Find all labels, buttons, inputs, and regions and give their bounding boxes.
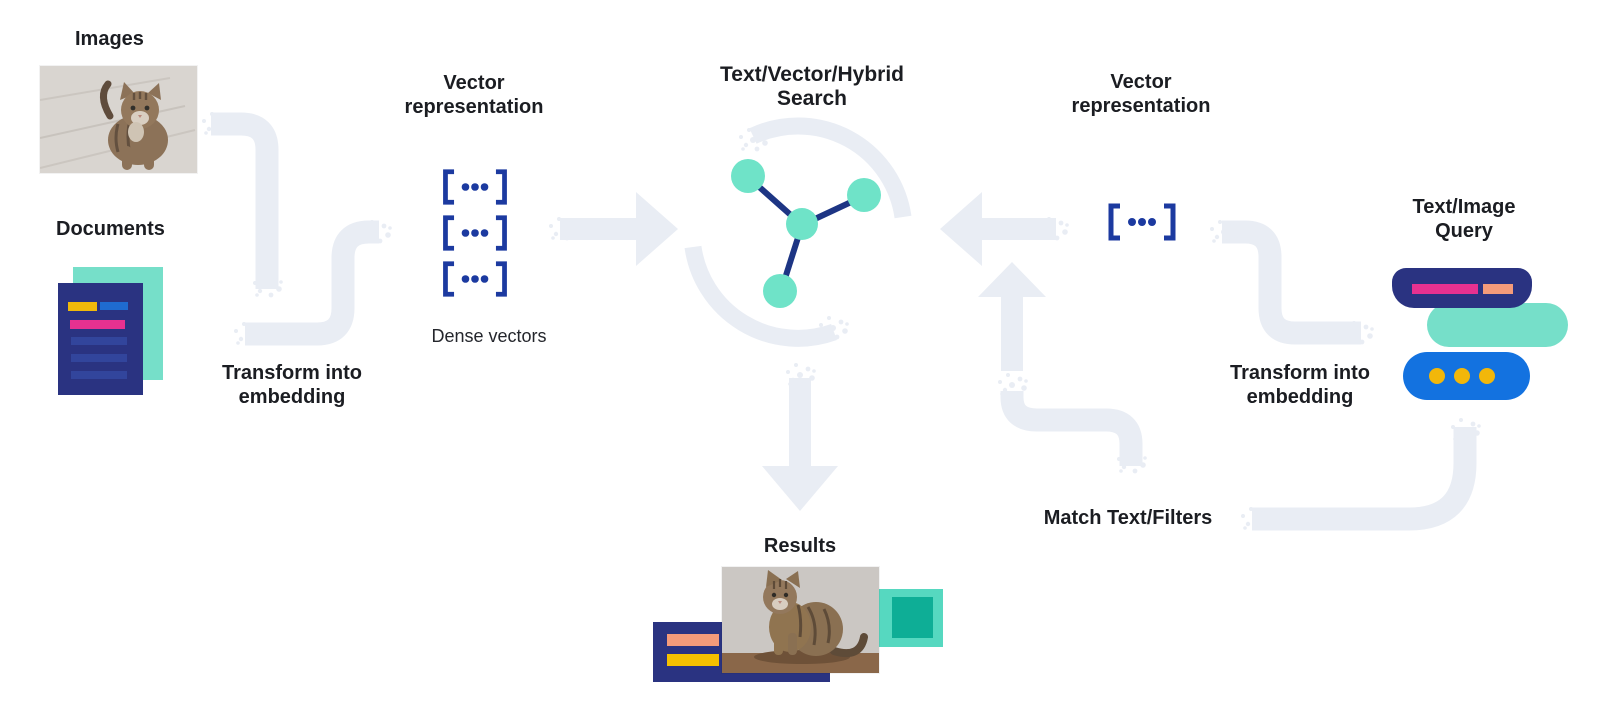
result-highlight-salmon: [667, 634, 719, 646]
arrow-query-vector-to-search-icon: [940, 192, 1056, 266]
query-pill-blue: [1403, 352, 1530, 400]
search-graph-icon: [731, 159, 881, 308]
pipe-images-to-embedding: [211, 112, 279, 289]
vector-bracket-icon: [1108, 203, 1176, 241]
transform-embedding-left-label: Transform into embedding: [221, 362, 363, 408]
document-text-line: [71, 371, 127, 379]
kitten-illustration: [763, 570, 868, 658]
pipe-embedding-to-vectors: [245, 220, 379, 346]
query-pill-teal: [1427, 303, 1568, 347]
vector-bracket-icon: [443, 215, 507, 251]
document-text-line: [71, 337, 127, 345]
search-arc-top-icon: [749, 117, 912, 219]
result-card-teal: [878, 589, 943, 647]
dense-vectors-icon-group: [437, 167, 513, 299]
search-arc-bottom-icon: [684, 245, 837, 347]
vector-bracket-icon: [443, 261, 507, 297]
vector-representation-right-label: Vector representation: [1071, 71, 1211, 117]
search-title-label: Text/Vector/Hybrid Search: [720, 63, 904, 110]
documents-icon: [58, 267, 164, 395]
result-highlight-yellow: [667, 654, 719, 666]
query-highlight-pink: [1412, 284, 1478, 294]
images-label: Images: [75, 28, 144, 50]
query-dot-icon: [1479, 368, 1495, 384]
query-dot-icon: [1454, 368, 1470, 384]
pipe-query-to-vector: [1222, 220, 1361, 345]
vector-bracket-icon: [443, 169, 507, 205]
results-label: Results: [763, 535, 837, 557]
query-pill-navy: [1392, 268, 1532, 308]
arrow-search-to-results-icon: [762, 378, 838, 511]
input-cat-photo: [40, 66, 197, 173]
pipe-query-to-match: [1252, 427, 1477, 531]
result-card-teal-inner: [892, 597, 933, 638]
dense-vectors-label: Dense vectors: [431, 326, 547, 346]
match-text-filters-label: Match Text/Filters: [1043, 507, 1213, 529]
document-highlight-yellow: [68, 302, 97, 311]
vector-representation-left-label: Vector representation: [404, 72, 544, 118]
document-highlight-blue: [100, 302, 128, 310]
query-highlight-salmon: [1483, 284, 1513, 294]
kitten-illustration: [100, 80, 168, 170]
documents-label: Documents: [56, 218, 165, 240]
result-cat-photo: [722, 567, 879, 673]
arrow-match-up-icon: [978, 262, 1046, 371]
transform-embedding-right-label: Transform into embedding: [1229, 362, 1371, 408]
text-image-query-label: Text/Image Query: [1412, 196, 1516, 242]
document-text-line: [71, 354, 127, 362]
document-highlight-pink: [70, 320, 125, 329]
arrow-vectors-to-search-icon: [560, 192, 678, 266]
document-page-front: [58, 283, 143, 395]
pipe-match-to-arrow: [1000, 391, 1143, 466]
query-dot-icon: [1429, 368, 1445, 384]
